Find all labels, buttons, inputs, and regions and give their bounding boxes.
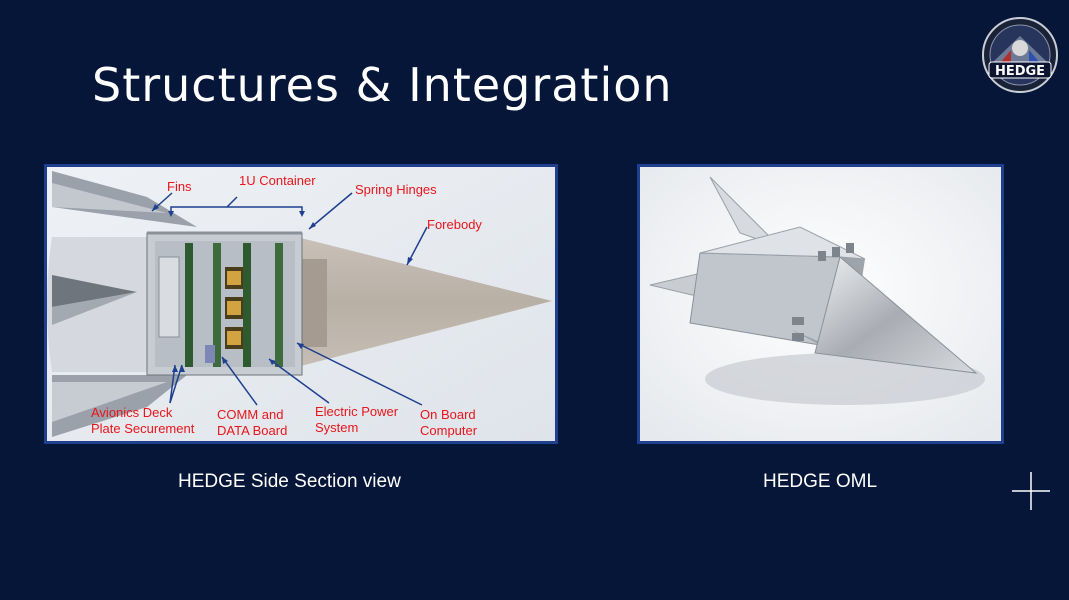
label-1u-container: 1U Container <box>239 173 316 188</box>
label-data-board: DATA Board <box>217 423 288 438</box>
oml-render <box>640 167 1001 441</box>
label-computer: Computer <box>420 423 478 438</box>
label-on-board: On Board <box>420 407 476 422</box>
label-electric-power: Electric Power <box>315 404 399 419</box>
hedge-logo: HEDGE <box>981 16 1059 94</box>
label-comm: COMM and <box>217 407 284 422</box>
label-system: System <box>315 420 359 435</box>
slide-title: Structures & Integration <box>92 58 673 112</box>
oml-figure <box>637 164 1004 444</box>
label-avionics-deck: Avionics Deck <box>91 405 173 420</box>
label-spring-hinges: Spring Hinges <box>355 182 437 197</box>
label-forebody: Forebody <box>427 217 482 232</box>
label-plate-securement: Plate Securement <box>91 421 195 436</box>
plus-cross-icon <box>1012 472 1050 510</box>
caption-side-section: HEDGE Side Section view <box>178 471 401 492</box>
side-section-drawing <box>47 167 555 441</box>
side-section-figure: Fins 1U Container Spring Hinges Forebody… <box>44 164 558 444</box>
logo-text: HEDGE <box>995 64 1045 79</box>
label-fins: Fins <box>167 179 192 194</box>
caption-oml: HEDGE OML <box>763 471 878 492</box>
